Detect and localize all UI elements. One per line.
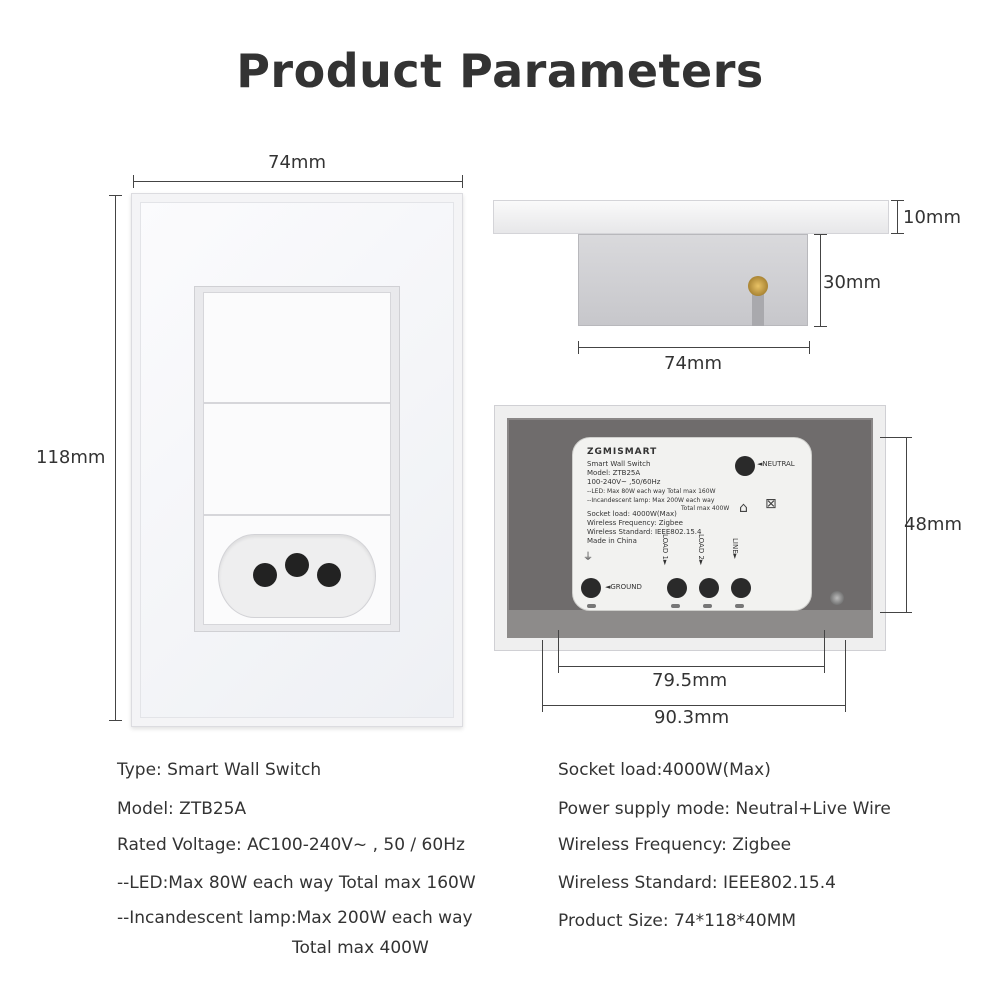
pcb-line-label: LINE► [731,538,739,560]
spec-rated-voltage: Rated Voltage: AC100-240V~ , 50 / 60Hz [117,835,465,855]
line-terminal [731,578,751,598]
pcb-notch [671,604,680,608]
spec-incandescent-total: Total max 400W [292,938,429,958]
house-icon: ⌂ [739,500,748,516]
side-box-depth-label: 30mm [823,272,881,293]
pcb-led: --LED: Max 80W each way Total max 160W [587,488,716,495]
socket-hole-right [317,563,341,587]
pcb-ground-label: ◄GROUND [605,583,642,591]
brazilian-socket-outlet [218,534,376,618]
ground-terminal [581,578,601,598]
switch-key-top[interactable] [203,292,391,403]
socket-plate [203,515,391,625]
back-inner-width-tick-right [824,630,825,673]
pcb-notch [587,604,596,608]
pcb-brand: ZGMISMART [587,447,658,457]
front-height-tick-bottom [109,720,122,721]
side-view-box [578,234,808,326]
spec-incandescent: --Incandescent lamp:Max 200W each way [117,908,473,928]
pcb-load1-label: LOAD 1► [661,534,669,566]
back-inner-width-label: 79.5mm [652,670,728,691]
front-width-line [133,181,462,182]
neutral-terminal [735,456,755,476]
pcb-incandescent-total: Total max 400W [681,505,730,512]
ground-symbol-icon: ⏚ [583,552,593,563]
pcb-label-board: ZGMISMART Smart Wall Switch Model: ZTB25… [572,437,812,611]
side-plate-depth-label: 10mm [903,207,961,228]
pcb-product: Smart Wall Switch [587,460,651,468]
weee-bin-icon: ⊠ [765,496,777,512]
side-width-tick-left [578,341,579,354]
side-plate-tick-bottom [891,233,904,234]
back-inner-width-tick-left [558,630,559,673]
page-title: Product Parameters [236,44,764,98]
pcb-socket: Socket load: 4000W(Max) [587,510,677,518]
spec-wireless-frequency: Wireless Frequency: Zigbee [558,835,792,855]
side-box-depth-line [820,234,821,326]
side-width-label: 74mm [664,353,722,374]
pcb-frequency: Wireless Frequency: Zigbee [587,519,683,527]
back-height-label: 48mm [904,514,962,535]
side-plate-depth-line [897,200,898,233]
back-outer-width-label: 90.3mm [654,707,730,728]
front-height-tick-top [109,195,122,196]
switch-key-middle[interactable] [203,403,391,515]
side-box-tick-bottom [814,326,827,327]
back-outer-width-line [542,705,845,706]
side-view-plate [493,200,889,234]
pcb-incandescent: --Incandescent lamp: Max 200W each way [587,497,715,504]
back-inner-width-line [558,666,824,667]
side-width-tick-right [809,341,810,354]
spec-socket-load: Socket load:4000W(Max) [558,760,771,780]
socket-hole-left [253,563,277,587]
pcb-voltage: 100-240V~ ,50/60Hz [587,478,661,486]
front-height-line [115,195,116,720]
switch-socket-module [194,286,400,632]
back-height-tick-bottom [880,612,912,613]
spec-model: Model: ZTB25A [117,799,247,819]
pcb-load2-label: LOAD 2► [697,534,705,566]
spec-product-size: Product Size: 74*118*40MM [558,911,797,931]
front-width-label: 74mm [268,152,326,173]
front-height-label: 118mm [36,447,106,468]
pcb-notch [735,604,744,608]
pcb-neutral-label: ◄NEUTRAL [757,460,795,468]
back-outer-width-tick-right [845,640,846,712]
front-width-tick-left [133,175,134,188]
front-width-tick-right [462,175,463,188]
pcb-standard: Wireless Standard: IEEE802.15.4 [587,528,702,536]
back-height-line [906,437,907,612]
spec-led: --LED:Max 80W each way Total max 160W [117,873,476,893]
socket-hole-center [285,553,309,577]
side-screw-icon [748,276,768,296]
load1-terminal [667,578,687,598]
pcb-model: Model: ZTB25A [587,469,641,477]
back-screw-icon [830,591,844,605]
back-height-tick-top [880,437,912,438]
back-view-lip [507,610,873,638]
spec-type: Type: Smart Wall Switch [117,760,322,780]
side-plate-tick-top [891,200,904,201]
load2-terminal [699,578,719,598]
side-box-tick-top [814,234,827,235]
spec-wireless-standard: Wireless Standard: IEEE802.15.4 [558,873,836,893]
side-width-line [578,347,809,348]
pcb-origin: Made in China [587,537,637,545]
spec-power-supply: Power supply mode: Neutral+Live Wire [558,799,891,819]
side-screw-post [752,290,764,326]
pcb-notch [703,604,712,608]
back-outer-width-tick-left [542,640,543,712]
